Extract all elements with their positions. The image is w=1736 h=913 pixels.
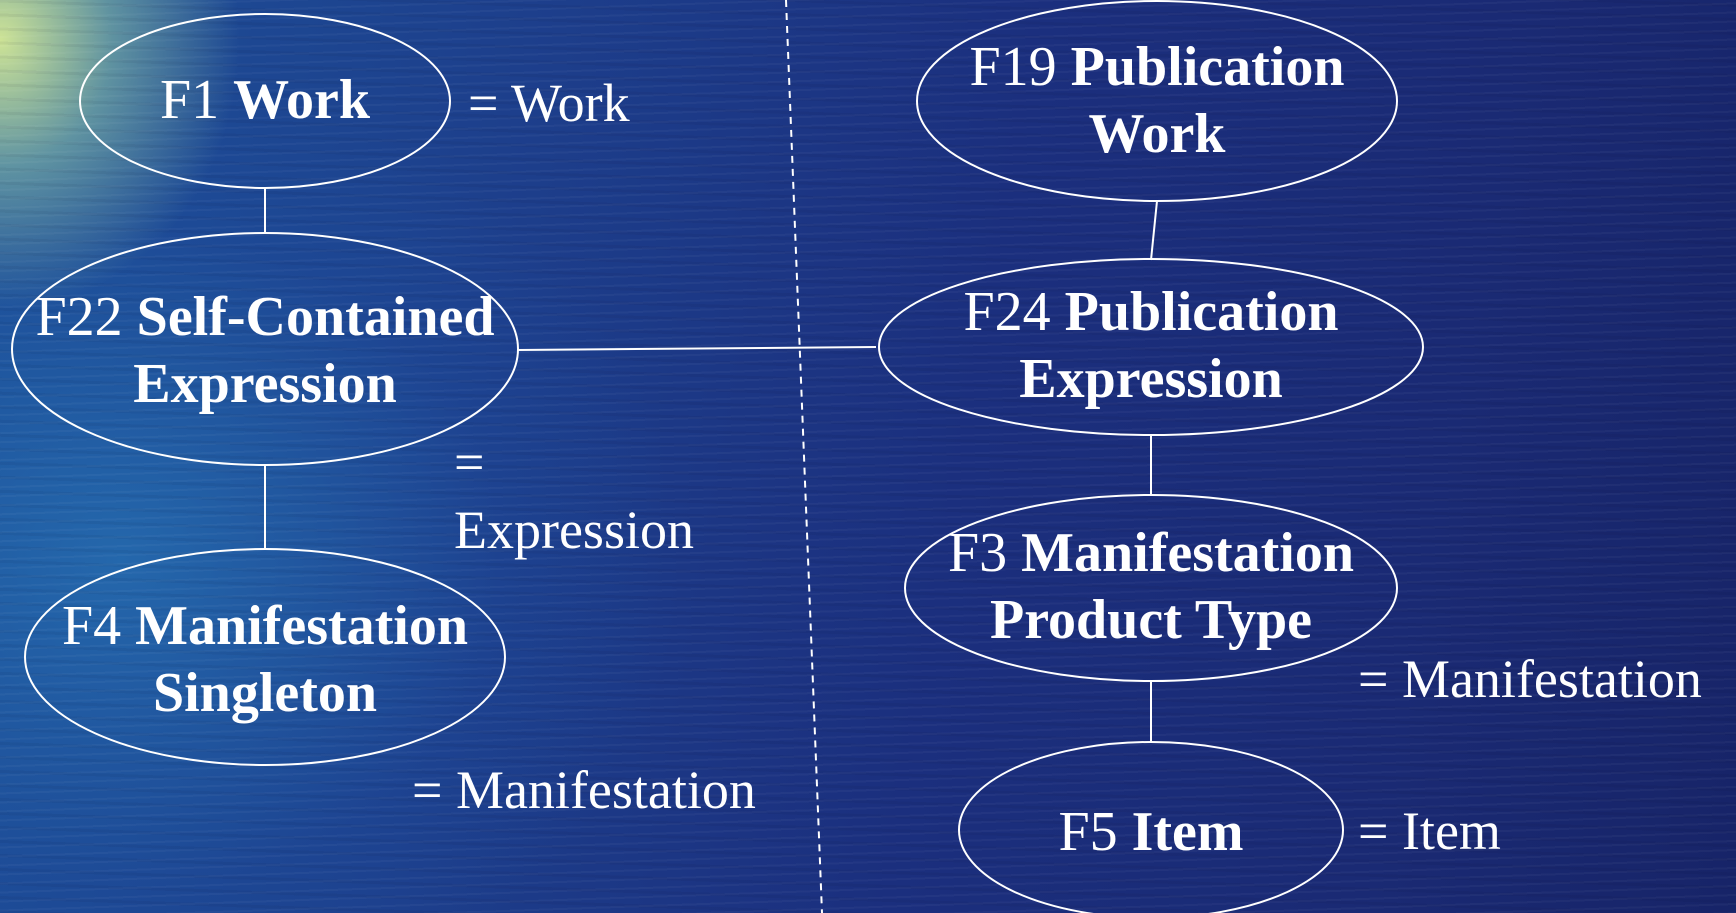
node-name-line-1: Manifestation	[1021, 521, 1354, 584]
node-f4-manifestation-singleton: F4 Manifestation Singleton	[25, 560, 505, 760]
equivalence-manifestation-left: = Manifestation	[412, 760, 756, 820]
ellipse-f19-publication-work	[916, 0, 1398, 202]
node-f22-self-contained-expression: F22 Self-Contained Expression	[0, 246, 530, 456]
node-code: F1	[159, 69, 220, 132]
equivalence-work: = Work	[468, 73, 630, 133]
node-name-line-2: Expression	[133, 353, 397, 415]
equivalence-expression-label: Expression	[454, 500, 694, 561]
node-name-line-2: Product Type	[989, 589, 1313, 651]
ellipse-f24-publication-expression	[878, 258, 1424, 436]
node-code: F3	[947, 521, 1008, 584]
node-code: F4	[61, 594, 122, 657]
node-f24-publication-expression: F24 Publication Expression	[879, 258, 1423, 434]
divider-line	[785, 0, 823, 913]
node-name: Work	[233, 69, 371, 132]
node-code: F5	[1058, 801, 1118, 863]
node-name-line-1: Publication	[1064, 280, 1339, 343]
node-name-line-2: Work	[1088, 103, 1226, 165]
node-name-line-2: Expression	[1019, 348, 1283, 410]
node-f1-work: F1 Work	[80, 14, 450, 188]
equivalence-expression-sign: =	[454, 432, 485, 492]
ellipse-f5-item	[958, 741, 1344, 913]
node-code: F19	[969, 35, 1057, 98]
ellipse-f1-work	[79, 13, 451, 189]
node-code: F24	[963, 280, 1051, 343]
node-code: F22	[35, 285, 123, 348]
ellipse-f22-self-contained-expression	[11, 232, 519, 466]
node-name-line-1: Manifestation	[135, 594, 468, 657]
equivalence-expression: = Expression	[454, 427, 694, 565]
node-name: Item	[1131, 801, 1244, 863]
node-name-line-1: Self-Contained	[136, 285, 495, 348]
node-f3-manifestation-product-type: F3 Manifestation Product Type	[905, 494, 1397, 680]
connector-f19-f24	[1150, 200, 1158, 261]
ellipse-f3-manifestation-product-type	[904, 494, 1398, 682]
equivalence-item: = Item	[1358, 801, 1501, 861]
equivalence-manifestation-right: = Manifestation	[1358, 649, 1702, 709]
node-f5-item: F5 Item	[959, 742, 1343, 913]
node-name-line-1: Publication	[1070, 35, 1345, 98]
connector-f22-f24	[517, 346, 877, 351]
ellipse-f4-manifestation-singleton	[24, 548, 506, 766]
node-f19-publication-work: F19 Publication Work	[917, 1, 1397, 201]
node-name-line-2: Singleton	[152, 662, 378, 724]
